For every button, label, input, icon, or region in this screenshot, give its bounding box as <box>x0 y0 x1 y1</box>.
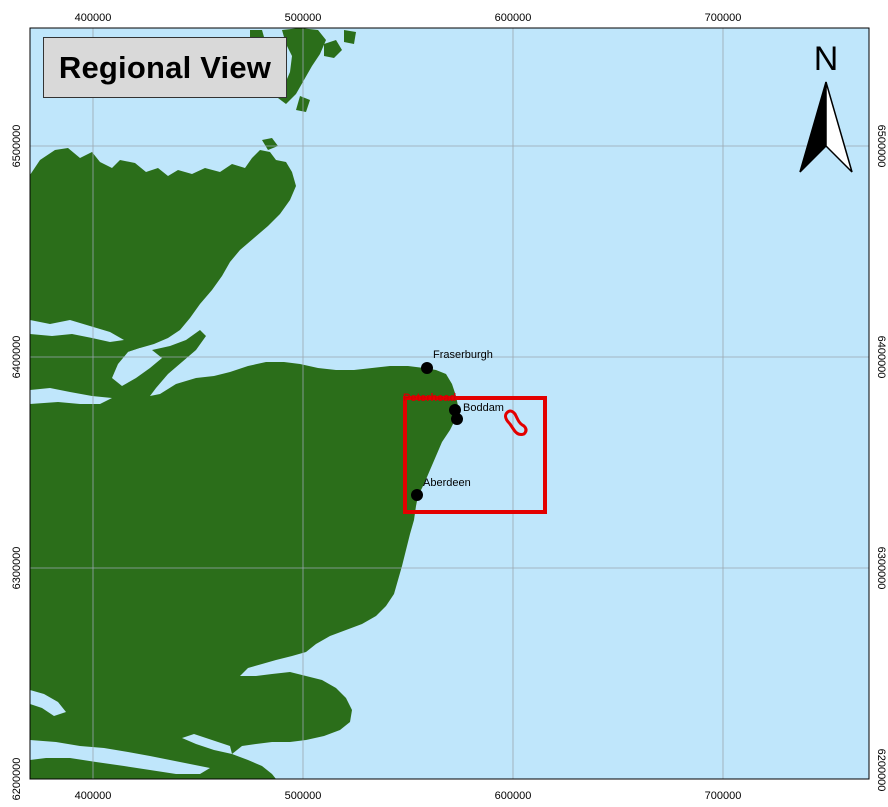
orkney-island <box>262 138 278 150</box>
tick-label: 600000 <box>495 790 532 802</box>
orkney-mainland <box>278 28 326 104</box>
tick-label: 700000 <box>705 790 742 802</box>
marker-peterhead[interactable] <box>449 404 461 416</box>
marker-aberdeen[interactable] <box>411 489 423 501</box>
north-label: N <box>814 40 839 78</box>
moray-firth <box>112 348 162 386</box>
map-frame <box>29 27 870 780</box>
firth-channel <box>30 320 124 342</box>
tay-estuary <box>182 734 232 754</box>
study-area-box[interactable] <box>403 396 547 514</box>
mainland-scotland <box>30 148 458 779</box>
place-markers <box>411 362 463 501</box>
place-label-aberdeen: Aberdeen <box>423 477 471 489</box>
map-title: Regional View <box>58 49 272 85</box>
orkney-island <box>324 40 342 58</box>
tick-label: 6400000 <box>875 336 887 379</box>
tick-label: 6500000 <box>875 125 887 168</box>
tick-label: 6300000 <box>875 547 887 590</box>
tick-label: 600000 <box>495 12 532 24</box>
tick-label: 500000 <box>285 790 322 802</box>
tick-label: 500000 <box>285 12 322 24</box>
loch <box>30 690 66 716</box>
y-ticks-right: 6500000 6400000 6300000 6200000 <box>875 125 887 792</box>
tick-label: 700000 <box>705 12 742 24</box>
y-ticks-left: 6500000 6400000 6300000 6200000 <box>11 125 23 801</box>
tick-label: 6200000 <box>11 758 23 801</box>
north-arrow-right <box>825 81 853 173</box>
place-label-boddam: Boddam <box>463 402 504 414</box>
place-labels: Fraserburgh Peterhead Boddam Aberdeen <box>403 349 504 489</box>
tick-label: 6500000 <box>11 125 23 168</box>
x-ticks-bottom: 400000 500000 600000 700000 <box>75 790 742 802</box>
place-label-fraserburgh: Fraserburgh <box>433 349 493 361</box>
orkney-island <box>344 30 356 44</box>
tick-label: 6200000 <box>875 749 887 792</box>
north-arrow: N <box>799 40 853 173</box>
firth-channel-south <box>30 388 112 404</box>
tick-label: 400000 <box>75 12 112 24</box>
map-title-box: Regional View <box>43 37 287 98</box>
tick-label: 6400000 <box>11 336 23 379</box>
tick-label: 6300000 <box>11 547 23 590</box>
marker-boddam[interactable] <box>451 413 463 425</box>
offshore-site-outline[interactable] <box>504 409 528 436</box>
marker-fraserburgh[interactable] <box>421 362 433 374</box>
tick-label: 400000 <box>75 790 112 802</box>
x-ticks-top: 400000 500000 600000 700000 <box>75 12 742 24</box>
place-label-peterhead: Peterhead <box>403 392 456 404</box>
forth-estuary <box>30 740 210 774</box>
